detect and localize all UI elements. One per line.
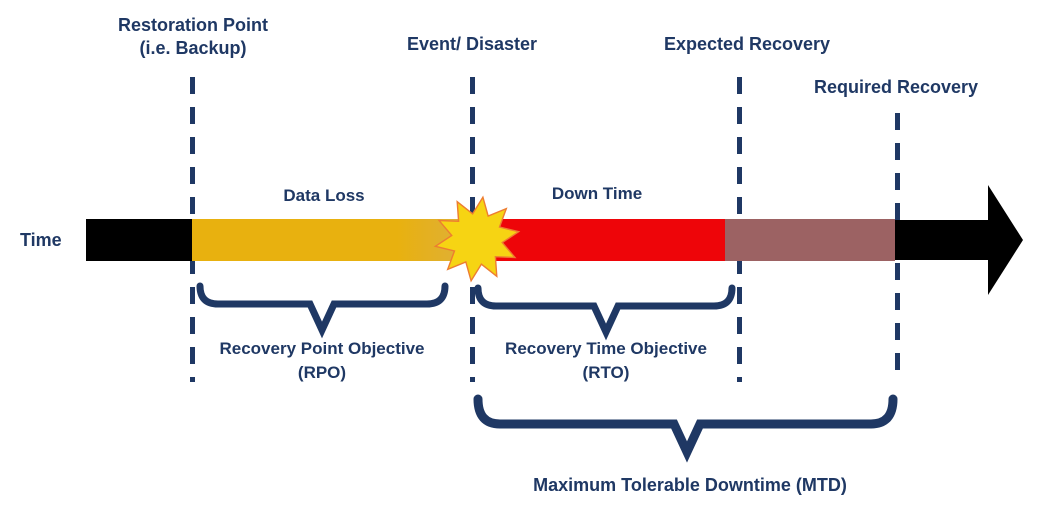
rpo-label: Recovery Point Objective (RPO) <box>219 337 424 385</box>
mtd-label: Maximum Tolerable Downtime (MTD) <box>533 475 847 495</box>
mtd-brace <box>473 394 898 463</box>
rto-label-line1: Recovery Time Objective <box>505 339 707 358</box>
data-loss-label: Data Loss <box>283 186 365 205</box>
restoration-point-line2: (i.e. Backup) <box>139 38 247 58</box>
timeline-segment-recovery-buffer <box>725 219 895 261</box>
rto-brace <box>474 284 736 341</box>
time-axis-label: Time <box>20 230 62 250</box>
starburst-icon <box>433 195 521 283</box>
restoration-point-line1: Restoration Point <box>117 15 269 35</box>
down-time-label: Down Time <box>551 184 643 203</box>
rto-label-line2: (RTO) <box>582 363 630 382</box>
rpo-brace <box>196 282 449 339</box>
rpo-label-line1: Recovery Point Objective <box>219 339 425 358</box>
rto-label: Recovery Time Objective (RTO) <box>505 337 707 385</box>
timeline-segment-down-time <box>477 219 725 261</box>
timeline-segment-pre-backup <box>86 219 192 261</box>
restoration-point-label: Restoration Point (i.e. Backup) <box>118 14 268 60</box>
rpo-label-line2: (RPO) <box>297 363 347 382</box>
timeline-segment-data-loss <box>192 219 477 261</box>
expected-recovery-label: Expected Recovery <box>663 34 831 54</box>
arrow-right-icon <box>895 185 1023 295</box>
required-recovery-label: Required Recovery <box>813 77 979 97</box>
event-disaster-label: Event/ Disaster <box>406 34 538 54</box>
